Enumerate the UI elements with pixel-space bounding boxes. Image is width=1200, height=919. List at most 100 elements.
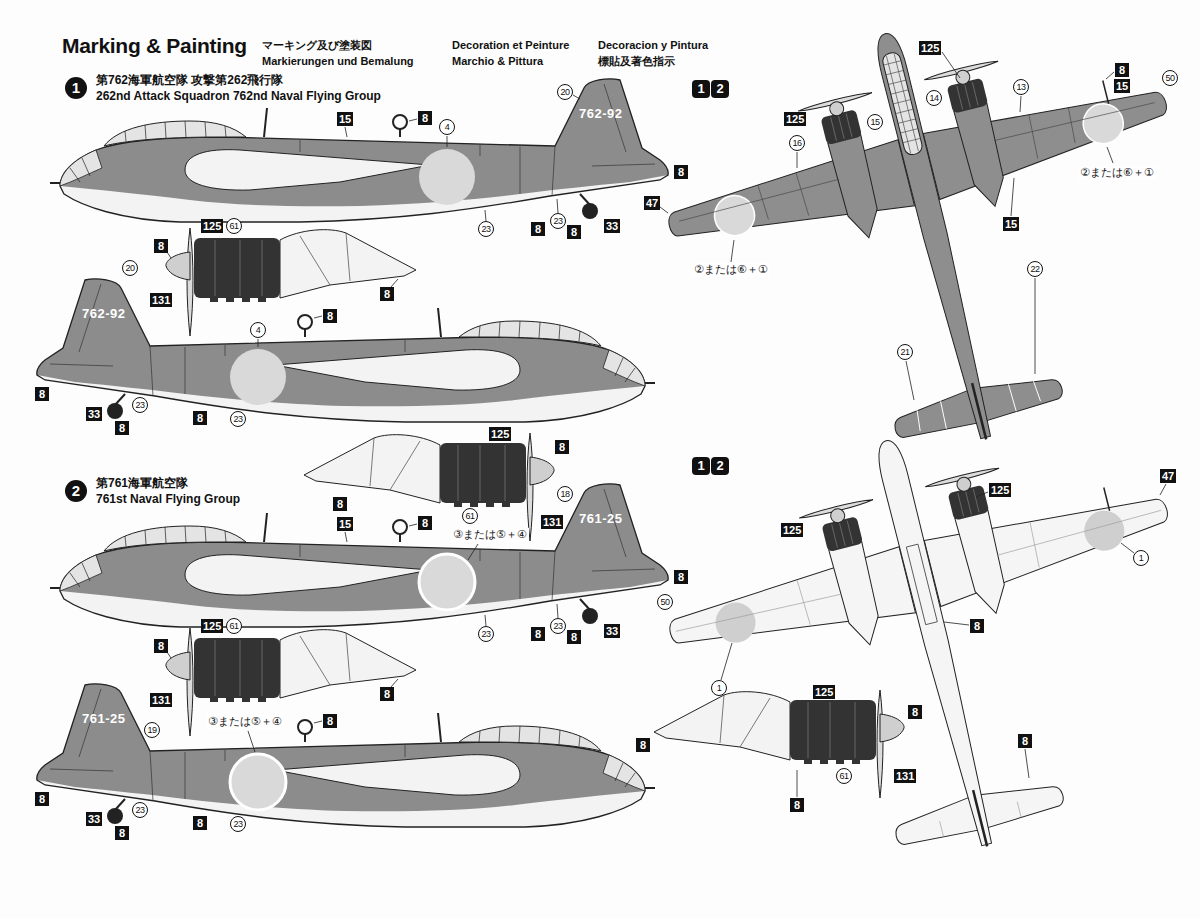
callout-number: 50 (657, 594, 673, 610)
marking-note: ③または⑤＋④ (451, 528, 529, 542)
callout-number: 8 (970, 619, 984, 633)
scheme-title: 第761海軍航空隊 (96, 476, 188, 491)
callout-number: 125 (919, 41, 941, 55)
callout-number: 50 (1162, 70, 1178, 86)
tail-code: 762-92 (579, 106, 622, 121)
heading-text: Marchio & Pittura (452, 54, 543, 68)
scheme-badge: 2 (65, 480, 87, 502)
scheme-badge: 1 (692, 80, 710, 98)
callout-number: 19 (144, 722, 160, 738)
callout-number: 8 (555, 440, 569, 454)
lower-plan-view (638, 379, 1200, 908)
callout-number: 131 (150, 293, 172, 307)
scheme-badge: 1 (65, 77, 87, 99)
callout-number: 125 (989, 483, 1011, 497)
callout-number: 47 (1160, 469, 1176, 483)
callout-number: 61 (836, 768, 852, 784)
tail-code: 761-25 (579, 511, 622, 526)
callout-number: 8 (636, 738, 650, 752)
heading-text: Decoration et Peinture (452, 38, 569, 52)
callout-number: 125 (201, 619, 223, 633)
callout-number: 33 (86, 407, 102, 421)
callout-number: 33 (604, 219, 620, 233)
callout-number: 125 (201, 219, 223, 233)
callout-number: 4 (250, 322, 266, 338)
callout-number: 18 (557, 486, 573, 502)
callout-number: 4 (439, 119, 455, 135)
callout-number: 8 (418, 516, 432, 530)
callout-number: 8 (115, 826, 129, 840)
callout-number: 8 (908, 705, 922, 719)
scheme-badge: 1 (692, 457, 710, 475)
callout-number: 131 (150, 693, 172, 707)
side-view (50, 79, 668, 222)
callout-number: 8 (674, 570, 688, 584)
callout-number: 33 (604, 624, 620, 638)
upper-plan-view (637, 0, 1200, 501)
callout-number: 131 (894, 769, 916, 783)
leader-lines (167, 52, 1166, 797)
callout-number: 125 (813, 685, 835, 699)
callout-number: 23 (230, 816, 246, 832)
sheet-title: Marking & Painting (62, 33, 247, 59)
marking-note: ②または⑥＋① (1078, 166, 1156, 180)
callout-number: 16 (789, 135, 805, 151)
callout-number: 8 (154, 239, 168, 253)
callout-number: 61 (226, 618, 242, 634)
callout-number: 8 (115, 421, 129, 435)
tail-code: 762-92 (82, 306, 125, 321)
scheme-badge: 2 (711, 457, 729, 475)
callout-number: 8 (35, 387, 49, 401)
heading-text: Decoracion y Pintura (598, 38, 708, 52)
callout-number: 8 (567, 225, 581, 239)
callout-number: 125 (781, 523, 803, 537)
scheme-badge: 2 (711, 80, 729, 98)
callout-number: 131 (541, 515, 563, 529)
callout-number: 33 (86, 812, 102, 826)
callout-number: 8 (323, 714, 337, 728)
callout-number: 8 (333, 497, 347, 511)
scheme-title: 761st Naval Flying Group (96, 492, 240, 507)
callout-number: 8 (193, 816, 207, 830)
callout-number: 15 (337, 112, 353, 126)
callout-number: 8 (674, 165, 688, 179)
callout-number: 8 (380, 287, 394, 301)
callout-number: 15 (1114, 79, 1130, 93)
callout-number: 8 (35, 792, 49, 806)
callout-number: 1 (711, 680, 727, 696)
callout-number: 23 (132, 802, 148, 818)
callout-number: 15 (1003, 217, 1019, 231)
callout-number: 1 (1133, 550, 1149, 566)
heading-text: Markierungen und Bemalung (262, 54, 414, 68)
engine-nacelle (166, 228, 904, 798)
marking-note: ②または⑥＋① (692, 263, 770, 277)
tail-code: 761-25 (82, 711, 125, 726)
callout-number: 8 (418, 111, 432, 125)
callout-number: 23 (132, 397, 148, 413)
callout-number: 21 (897, 344, 913, 360)
callout-number: 23 (478, 221, 494, 237)
callout-number: 8 (1018, 734, 1032, 748)
callout-number: 8 (380, 687, 394, 701)
callout-number: 8 (323, 309, 337, 323)
callout-number: 61 (226, 218, 242, 234)
callout-number: 22 (1027, 261, 1043, 277)
callout-number: 8 (567, 630, 581, 644)
callout-number: 13 (1013, 79, 1029, 95)
heading-text: マーキング及び塗装図 (262, 38, 372, 52)
callout-number: 20 (122, 260, 138, 276)
side-view (37, 684, 655, 827)
callout-number: 125 (784, 112, 806, 126)
callout-number: 8 (790, 798, 804, 812)
callout-number: 61 (462, 508, 478, 524)
callout-number: 15 (337, 517, 353, 531)
callout-number: 23 (230, 411, 246, 427)
marking-note: ③または⑤＋④ (206, 715, 284, 729)
callout-number: 8 (531, 627, 545, 641)
callout-number: 14 (926, 90, 942, 106)
callout-number: 20 (557, 84, 573, 100)
callout-number: 15 (867, 114, 883, 130)
callout-number: 125 (489, 427, 511, 441)
